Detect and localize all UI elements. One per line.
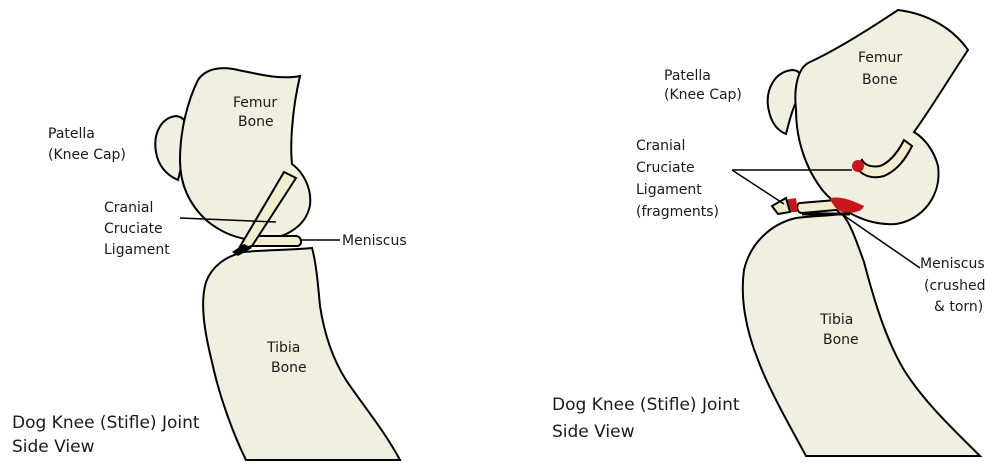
right-ligament-line-3: Ligament bbox=[636, 182, 702, 198]
right-meniscus-line-2: (crushed bbox=[924, 278, 985, 294]
right-patella-label: Patella (Knee Cap) bbox=[664, 68, 742, 103]
right-patella-line-2: (Knee Cap) bbox=[664, 87, 742, 103]
right-tibia-line-2: Bone bbox=[823, 332, 859, 348]
right-femur-shape bbox=[795, 10, 968, 224]
right-ligament-line-4: (fragments) bbox=[636, 204, 719, 220]
right-meniscus-line-3: & torn) bbox=[934, 299, 983, 315]
left-tibia-line-2: Bone bbox=[271, 360, 307, 376]
right-meniscus-label: Meniscus (crushed & torn) bbox=[920, 256, 985, 315]
left-tibia-line-1: Tibia bbox=[266, 340, 300, 356]
left-ligament-line-1: Cranial bbox=[104, 200, 153, 216]
left-femur-line-2: Bone bbox=[238, 114, 274, 130]
right-ligament-leader-lower bbox=[732, 170, 784, 204]
left-ligament-line-3: Ligament bbox=[104, 242, 170, 258]
right-ligament-line-1: Cranial bbox=[636, 138, 685, 154]
right-femur-line-2: Bone bbox=[862, 72, 898, 88]
right-tibia-shape bbox=[743, 214, 980, 456]
left-femur-shape bbox=[180, 68, 310, 240]
right-meniscus-line-1: Meniscus bbox=[920, 256, 985, 272]
left-caption-line-1: Dog Knee (Stifle) Joint bbox=[12, 413, 200, 433]
left-patella-label: Patella (Knee Cap) bbox=[48, 126, 126, 163]
left-patella-line-1: Patella bbox=[48, 126, 95, 142]
left-ligament-line-2: Cruciate bbox=[104, 221, 163, 237]
left-meniscus-label: Meniscus bbox=[342, 233, 407, 249]
right-tibia-line-1: Tibia bbox=[819, 312, 853, 328]
left-tibia-shape bbox=[203, 248, 400, 460]
right-ligament-fragment-lower bbox=[772, 198, 790, 214]
left-caption-line-2: Side View bbox=[12, 437, 95, 457]
right-patella-line-1: Patella bbox=[664, 68, 711, 84]
left-patella-line-2: (Knee Cap) bbox=[48, 147, 126, 163]
right-caption-line-2: Side View bbox=[552, 422, 635, 442]
right-ligament-line-2: Cruciate bbox=[636, 160, 695, 176]
left-femur-line-1: Femur bbox=[233, 95, 277, 111]
right-ligament-fragment-upper-end bbox=[852, 160, 864, 172]
right-femur-line-1: Femur bbox=[858, 50, 902, 66]
right-caption-line-1: Dog Knee (Stifle) Joint bbox=[552, 395, 740, 415]
